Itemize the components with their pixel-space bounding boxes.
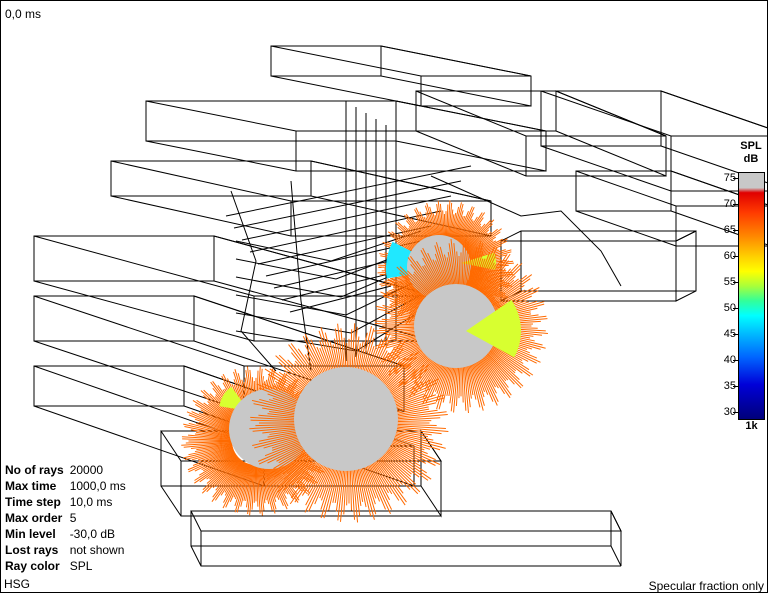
hsg-label: HSG (4, 577, 31, 591)
legend-tick-mark (733, 204, 738, 205)
building-block-top (270, 45, 532, 77)
legend-tick-label: 50 (723, 302, 736, 314)
legend-tick-mark (733, 386, 738, 387)
building-block-left-upper (110, 160, 312, 197)
wireframe-floor-line (233, 180, 462, 229)
legend-color-bar (738, 172, 765, 420)
building-block-upper (145, 100, 397, 142)
building-block-top (270, 45, 382, 77)
wireframe-floor-line (257, 225, 432, 265)
legend-title: SPL dB (740, 140, 762, 165)
legend-tick-mark (733, 308, 738, 309)
legend-tick-label: 40 (723, 354, 736, 366)
legend-tick-label: 70 (723, 198, 736, 210)
legend-frequency-label: 1k (745, 420, 758, 432)
spl-color-legend: SPL dB 75 70 65 60 55 50 45 40 35 30 1k (724, 138, 768, 434)
legend-tick-label: 45 (723, 328, 736, 340)
building-block-right-far (540, 90, 662, 147)
time-readout: 0,0 ms (5, 7, 42, 21)
legend-tick-mark (733, 360, 738, 361)
legend-tick-label: 75 (723, 172, 736, 184)
building-block-front-bottom (190, 545, 621, 567)
ray-wedge-yellow-front (466, 299, 521, 358)
building-block-right-low (500, 230, 697, 242)
wireframe-edge (430, 175, 622, 287)
source-sphere-lower-right (294, 367, 398, 471)
wireframe-floor-line (225, 165, 472, 217)
specular-fraction-label: Specular fraction only (648, 579, 764, 593)
building-block-upper (395, 100, 547, 172)
wireframe-edge (290, 180, 312, 372)
info-row-min-level: Min level-30,0 dB (5, 527, 116, 541)
wireframe-floor-line (241, 195, 452, 241)
legend-tick-mark (733, 230, 738, 231)
legend-tick-label: 60 (723, 250, 736, 262)
building-block-left-mid (33, 235, 435, 297)
wireframe-level (235, 278, 422, 316)
wireframe-floor-line (281, 270, 402, 301)
building-block-left-upper (110, 160, 492, 202)
building-block-left-mid (33, 235, 215, 282)
building-block-right-upper (555, 90, 667, 177)
building-block-front-bottom (610, 510, 622, 567)
legend-tick-mark (733, 412, 738, 413)
legend-tick-label: 35 (723, 380, 736, 392)
building-block-right-upper (415, 90, 667, 137)
building-block-right-mid (670, 170, 767, 246)
building-block-right-far (540, 90, 767, 137)
building-block-front-bottom (190, 510, 622, 532)
building-block-right-mid (575, 170, 672, 212)
wireframe-edge (230, 190, 277, 372)
building-block-left-bottom (33, 365, 185, 407)
source-sphere-upper-front (414, 284, 498, 368)
legend-tick-mark (733, 334, 738, 335)
legend-tick-mark (733, 282, 738, 283)
legend-tick-label: 55 (723, 276, 736, 288)
building-block-right-mid (575, 170, 767, 207)
ray-fans (181, 200, 548, 523)
legend-tick-label: 30 (723, 406, 736, 418)
legend-tick-label: 65 (723, 224, 736, 236)
wireframe-level (235, 230, 422, 262)
legend-tick-mark (733, 256, 738, 257)
building-block-right-low (500, 240, 677, 302)
legend-tick-mark (733, 178, 738, 179)
